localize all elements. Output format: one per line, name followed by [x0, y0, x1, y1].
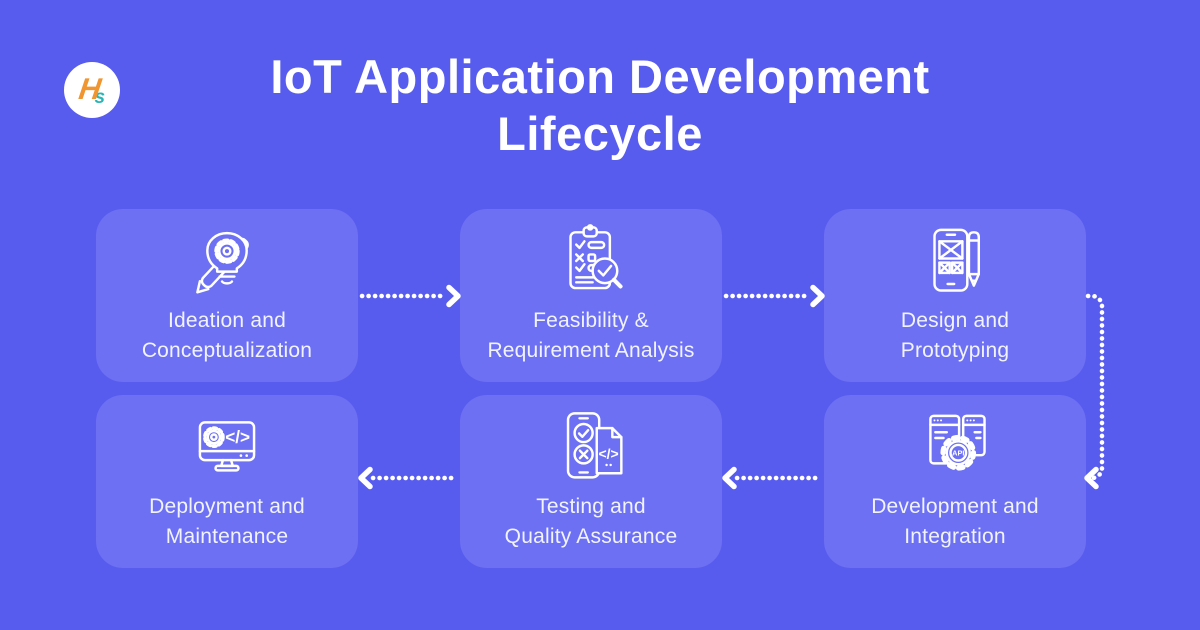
card-label: Ideation and Conceptualization — [141, 309, 313, 362]
card-design: Design and Prototyping — [824, 209, 1086, 382]
title-line-2: Lifecycle — [497, 107, 703, 160]
flow-arrowhead-right-2 — [810, 284, 825, 308]
clipboard-checklist-magnifier-icon — [550, 219, 632, 303]
card-feasibility: Feasibility & Requirement Analysis — [460, 209, 722, 382]
flow-arrowhead-left-2 — [358, 466, 373, 490]
card-label: Development and Integration — [871, 495, 1039, 548]
flow-arrowhead-left-loop — [1084, 466, 1099, 490]
flow-arrow-design-to-development — [1085, 293, 1105, 481]
flow-arrowhead-right-1 — [446, 284, 461, 308]
logo-letter-s: s — [94, 86, 106, 108]
card-ideation: Ideation and Conceptualization — [96, 209, 358, 382]
brand-logo: H s — [64, 62, 120, 118]
card-deployment: </> Deployment and Maintenance — [96, 395, 358, 568]
api-glyph: API — [952, 449, 964, 458]
code-glyph: </> — [225, 427, 250, 447]
monitor-gear-code-icon: </> — [186, 405, 268, 489]
phone-test-code-doc-icon: </> — [550, 405, 632, 489]
card-label: Feasibility & Requirement Analysis — [487, 309, 695, 362]
title-line-1: IoT Application Development — [270, 50, 930, 103]
card-testing: </> Testing and Quality Assurance — [460, 395, 722, 568]
card-development: API Development and Integration — [824, 395, 1086, 568]
flow-arrowhead-left-1 — [722, 466, 737, 490]
card-label: Design and Prototyping — [900, 309, 1010, 362]
phone-wireframe-pencil-icon — [914, 219, 996, 303]
browser-windows-gear-api-icon: API — [914, 405, 996, 489]
card-label: Testing and Quality Assurance — [504, 495, 678, 548]
bulb-gear-pencil-icon — [186, 219, 268, 303]
code-glyph: </> — [599, 445, 619, 461]
page-title: IoT Application Development Lifecycle — [0, 48, 1200, 162]
card-label: Deployment and Maintenance — [149, 495, 305, 548]
